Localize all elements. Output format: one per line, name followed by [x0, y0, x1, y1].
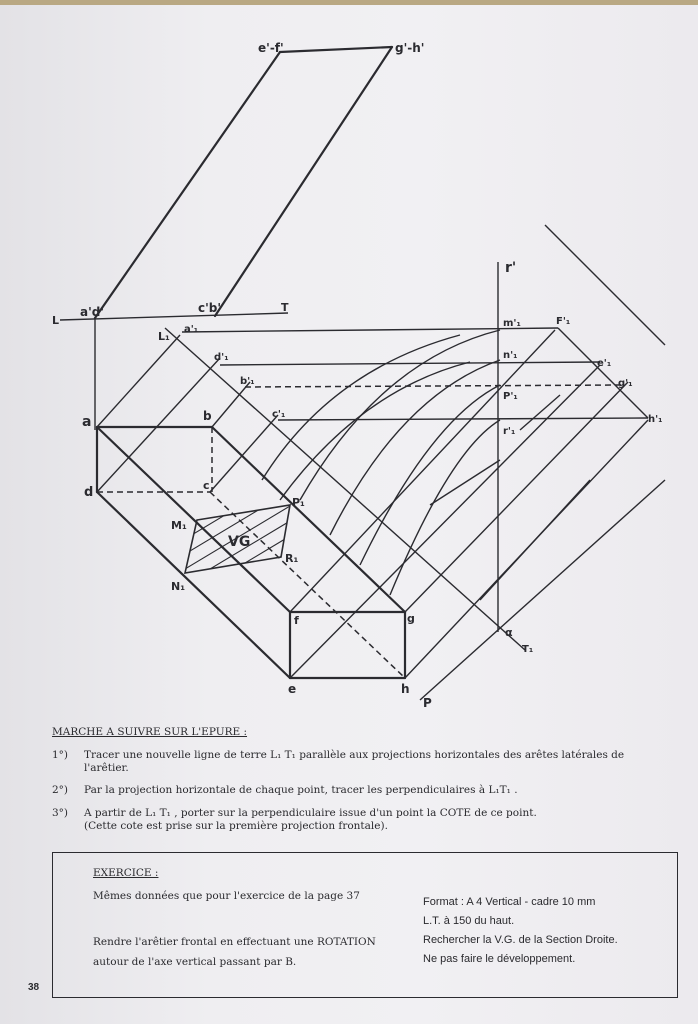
label-a-d-prime: a'd' — [80, 305, 104, 319]
auxiliary-projection — [96, 224, 666, 701]
exercise-title: EXERCICE : — [93, 867, 159, 879]
label-T1: T₁ — [522, 644, 533, 655]
label-axis-r: r' — [505, 260, 516, 276]
label-f1: F'₁ — [556, 316, 570, 327]
label-g: g — [407, 612, 415, 625]
step-2: 2°) Par la projection horizontale de cha… — [52, 784, 672, 797]
exercise-line-1: Mêmes données que pour l'exercice de la … — [93, 890, 360, 902]
step-number: 1°) — [52, 749, 69, 762]
label-T: T — [281, 301, 289, 314]
label-b: b — [203, 409, 212, 423]
page-number: 38 — [28, 982, 40, 993]
label-b1: b'₁ — [240, 376, 255, 387]
exercise-line-2: Rendre l'arêtier frontal en effectuant u… — [93, 936, 376, 948]
exercise-line-3: autour de l'axe vertical passant par B. — [93, 956, 297, 968]
step-text: Tracer une nouvelle ligne de terre L₁ T₁… — [84, 749, 625, 775]
label-g-h-prime: g'-h' — [395, 41, 424, 55]
label-r1: r'₁ — [503, 426, 515, 437]
label-p1: P'₁ — [503, 391, 518, 402]
spec-development: Ne pas faire le développement. — [423, 953, 576, 965]
label-L: L — [52, 314, 59, 327]
label-N1: N₁ — [171, 580, 185, 593]
label-R1: R₁ — [285, 552, 298, 565]
spec-lt: L.T. à 150 du haut. — [423, 915, 515, 927]
label-VG: VG — [228, 534, 250, 550]
label-m1: m'₁ — [503, 318, 521, 329]
label-n1: n'₁ — [503, 350, 518, 361]
label-e: e — [288, 682, 296, 696]
label-h1: h'₁ — [648, 414, 663, 425]
step-text: Par la projection horizontale de chaque … — [84, 784, 518, 797]
label-e-f-prime: e'-f' — [258, 41, 284, 55]
label-a: a — [82, 414, 91, 430]
exercise-box: EXERCICE : Mêmes données que pour l'exer… — [52, 852, 678, 998]
label-c-b-prime: c'b' — [198, 301, 221, 315]
instructions-title: MARCHE A SUIVRE SUR L'EPURE : — [52, 726, 248, 738]
technical-drawing: L T a'd' c'b' e'-f' g'-h' L₁ a'₁ d'₁ b'₁… — [52, 41, 666, 710]
exercise-specs: Format : A 4 Vertical - cadre 10 mm L.T.… — [423, 893, 618, 969]
spec-format: Format : A 4 Vertical - cadre 10 mm — [423, 896, 596, 908]
drawing-labels: L T a'd' c'b' e'-f' g'-h' L₁ a'₁ d'₁ b'₁… — [52, 41, 663, 710]
instructions: MARCHE A SUIVRE SUR L'EPURE : 1°) Tracer… — [52, 726, 672, 842]
label-alpha: α — [505, 626, 513, 639]
label-h: h — [401, 682, 410, 696]
label-L1: L₁ — [158, 330, 170, 343]
label-c1: c'₁ — [272, 409, 285, 420]
label-d: d — [84, 485, 93, 500]
step-3: 3°) A partir de L₁ T₁ , porter sur la pe… — [52, 807, 672, 833]
horizontal-projection — [95, 425, 407, 680]
top-edge-strip — [0, 0, 698, 5]
ground-line-LT — [59, 312, 289, 430]
label-M1: M₁ — [171, 519, 187, 532]
step-number: 2°) — [52, 784, 69, 797]
label-e1: e'₁ — [597, 358, 611, 369]
label-d1: d'₁ — [214, 352, 229, 363]
step-1: 1°) Tracer une nouvelle ligne de terre L… — [52, 749, 672, 775]
step-text: A partir de L₁ T₁ , porter sur la perpen… — [84, 806, 537, 819]
frontal-projection — [93, 45, 394, 320]
label-c: c — [203, 479, 210, 492]
label-P1: P₁ — [292, 496, 305, 509]
spec-vg: Rechercher la V.G. de la Section Droite. — [423, 934, 618, 946]
step-subtext: (Cette cote est prise sur la première pr… — [84, 819, 388, 832]
step-number: 3°) — [52, 806, 69, 819]
label-a1: a'₁ — [184, 324, 198, 335]
label-f: f — [294, 614, 299, 627]
label-g1: g'₁ — [618, 378, 633, 389]
label-P: P — [423, 696, 432, 710]
